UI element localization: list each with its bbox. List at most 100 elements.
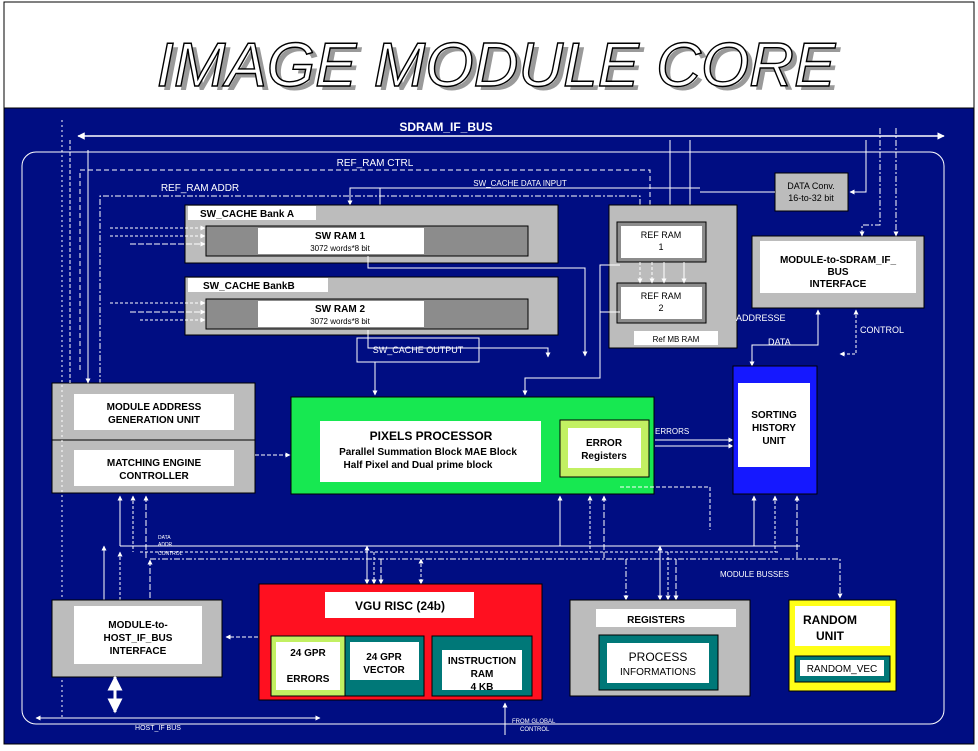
addresse-label: ADDRESSE [736,313,786,323]
instruction-ram-line1: INSTRUCTION [448,656,516,667]
gpr-errors-line2: ERRORS [287,674,330,685]
control-label: CONTROL [860,325,904,335]
sw-ram-1-size: 3072 words*8 bit [310,244,370,253]
sw-cache-output-label: SW_CACHE OUTPUT [373,345,464,355]
sw-cache-b-label-box [188,278,328,292]
sdram-to-dataconv [849,140,867,195]
global-control-label-2: CONTROL [520,727,550,733]
gpr-errors-line1: 24 GPR [290,648,326,659]
title-shadow: IMAGE MODULE CORE [162,35,841,104]
module-host-label-box [74,606,202,664]
errors-label: ERRORS [655,427,689,436]
module-address-line2: GENERATION UNIT [108,415,200,426]
data-conv-line1: DATA Conv. [787,181,835,191]
core-boundary [21,151,945,725]
gpr-vector-line1: 24 GPR [366,652,402,663]
ref-mb-ram-label: Ref MB RAM [653,335,700,344]
process-informations-label-box [607,643,709,683]
module-host-line2: HOST_IF_BUS [104,633,173,644]
sdram-to-module-ctrl [859,128,881,237]
error-registers-line1: ERROR [586,438,623,449]
module-address-label-box [74,394,234,430]
module-sdram-line3: INTERFACE [810,279,867,290]
module-bus-data-label: DATA [158,535,171,541]
module-host-line1: MODULE-to- [108,620,167,631]
ref-ram-2-line1: REF RAM [641,291,682,301]
instruction-ram-line3: 4 KB [471,682,494,693]
registers-title: REGISTERS [627,615,685,626]
ram2-output-line [367,330,551,358]
module-host-line3: INTERFACE [110,646,167,657]
process-informations-line1: PROCESS [629,650,688,664]
gpr-vector-label-box [350,642,419,680]
data-conv-block [774,172,849,212]
random-unit-line2: UNIT [816,629,845,643]
sw-ram-2-size: 3072 words*8 bit [310,317,370,326]
sdram-if-bus-label: SDRAM_IF_BUS [399,120,492,134]
matching-engine-line1: MATCHING ENGINE [107,458,202,469]
instruction-ram-line2: RAM [471,669,494,680]
error-registers-line2: Registers [581,451,627,462]
sw-cache-a-label: SW_CACHE Bank A [200,209,294,220]
pixels-processor-label-box [320,421,541,482]
pixels-processor-line3: Half Pixel and Dual prime block [344,460,493,471]
sorting-history-line3: UNIT [762,436,785,447]
matching-engine-label-box [74,450,234,486]
data-conv-line2: 16-to-32 bit [788,193,834,203]
random-unit-line1: RANDOM [803,613,857,627]
random-vec-label: RANDOM_VEC [807,664,878,675]
sw-ram-1-title: SW RAM 1 [315,231,365,242]
sw-cache-b-label: SW_CACHE BankB [203,281,295,292]
errors-line-3 [620,486,711,530]
ref-ram-2-line2: 2 [658,303,663,313]
module-sdram-label-box [760,241,916,293]
module-sdram-line2: BUS [827,267,848,278]
sw-cache-output-box [356,337,480,363]
matching-engine-line2: CONTROLLER [119,471,189,482]
process-informations-line2: INFORMATIONS [620,667,696,678]
gpr-vector-line2: VECTOR [363,665,405,676]
page-title: IMAGE MODULE CORE [157,31,836,100]
pixels-processor-title: PIXELS PROCESSOR [370,429,493,443]
random-vec-label-box [800,660,884,676]
registers-title-box [596,609,736,627]
random-unit-label-box [795,606,890,646]
sorting-history-line2: HISTORY [752,423,796,434]
gpr-errors-label-box [276,642,340,690]
ref-ram-1-label-box [621,226,702,258]
ref-ram-1-line1: REF RAM [641,230,682,240]
module-sdram-line1: MODULE-to-SDRAM_IF_ [780,255,897,266]
module-data-line [749,309,821,367]
instruction-ram-label-box [442,650,522,690]
sorting-history-label-box [738,383,810,467]
ref-ram-addr-label: REF_RAM ADDR [161,183,239,194]
sw-ram-2-title: SW RAM 2 [315,304,365,315]
vgu-risc-title-box [325,592,474,618]
sw-cache-data-input-line [347,187,700,206]
sw-ram-2-label-box [258,301,424,327]
vgu-risc-title: VGU RISC (24b) [355,599,445,613]
ref-ram-ctrl-line [79,169,653,370]
ref-output-to-pixels [522,264,620,396]
ref-ram-1-line2: 1 [658,242,663,252]
sw-ram-1-label-box [258,228,424,254]
sorting-history-line1: SORTING [751,410,797,421]
random-bus-link [760,558,843,599]
error-registers-label-box [568,428,641,468]
host-if-bus-label: HOST_IF BUS [135,725,181,732]
module-address-line1: MODULE ADDRESS [107,402,202,413]
ref-ram-ctrl-label: REF_RAM CTRL [337,158,414,169]
pixels-processor-line2: Parallel Summation Block MAE Block [339,447,517,458]
ref-mb-ram-label-box [634,331,718,345]
sw-cache-data-input-label: SW_CACHE DATA INPUT [473,179,567,188]
title-band [3,1,975,109]
global-control-label-1: FROM GLOBAL [512,719,556,725]
module-bus-control-label: CONTROL [158,551,183,557]
ref-ram-2-label-box [621,287,702,319]
module-busses-label: MODULE BUSSES [720,570,789,579]
module-bus-addr-label: ADDR [158,542,173,548]
sw-cache-a-label-box [188,206,316,220]
ram1-output-line [367,256,588,357]
